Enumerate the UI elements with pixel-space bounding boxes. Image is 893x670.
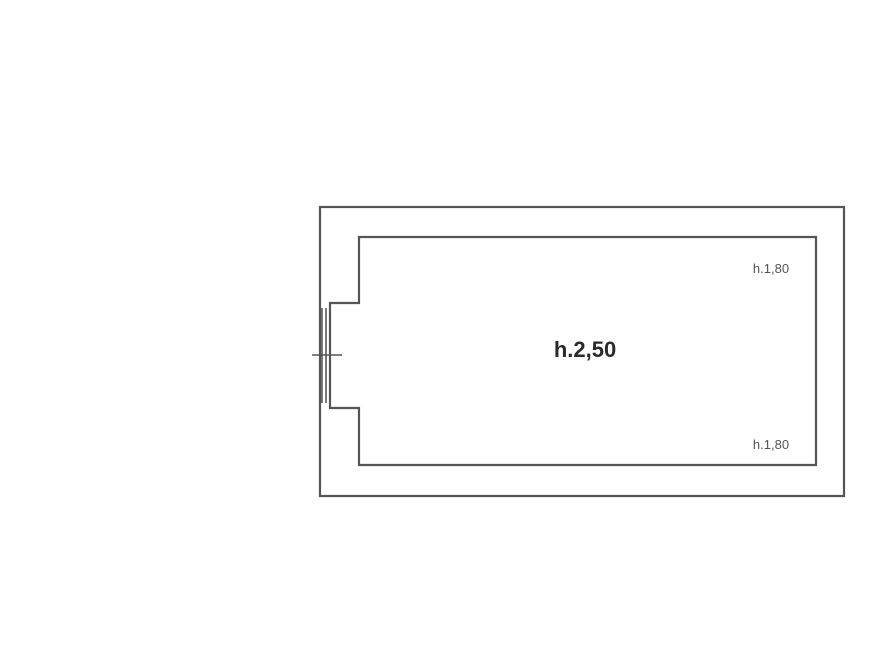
outer-wall	[318, 205, 846, 498]
inner-wall	[328, 235, 818, 467]
room-height-label: h.2,50	[554, 337, 616, 362]
corner-height-bottom-label: h.1,80	[753, 437, 789, 452]
corner-height-top-label: h.1,80	[753, 261, 789, 276]
